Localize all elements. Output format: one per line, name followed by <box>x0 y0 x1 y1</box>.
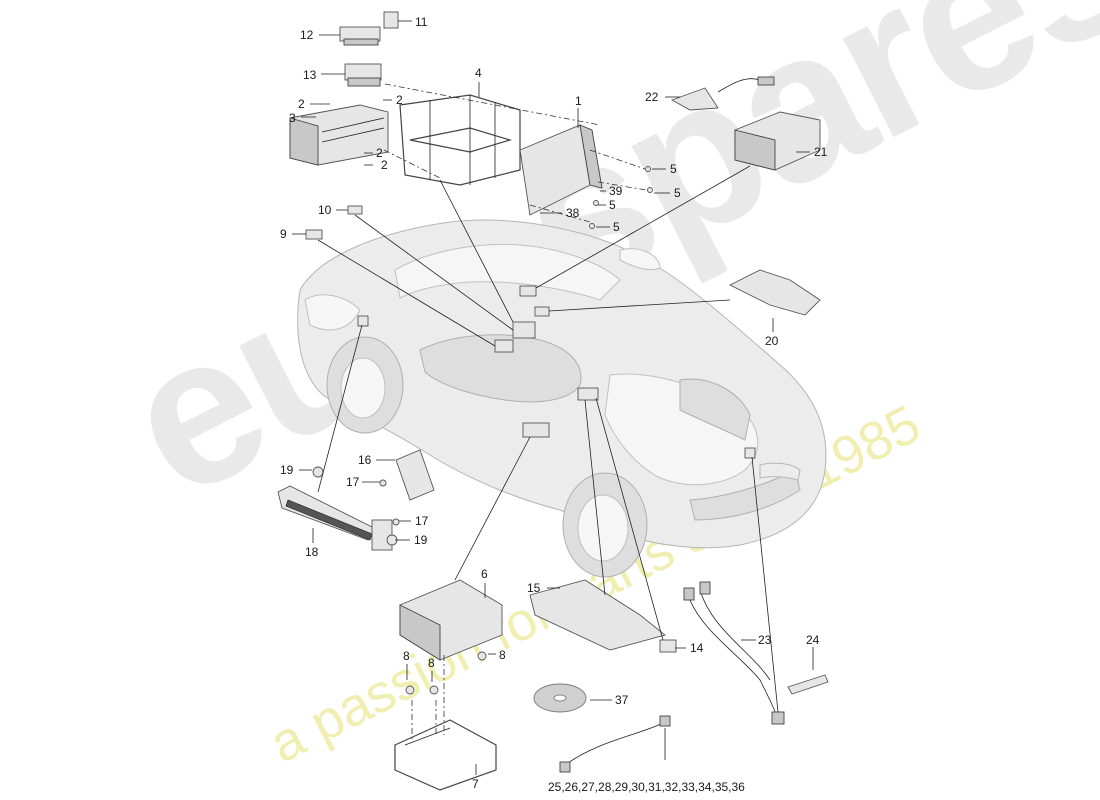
part-14-connector <box>659 639 677 653</box>
callout-22: 22 <box>645 90 659 104</box>
callout-5: 5 <box>613 220 620 234</box>
callout-10: 10 <box>318 203 332 217</box>
callout-24: 24 <box>806 633 820 647</box>
callout-7: 7 <box>472 777 479 791</box>
leader-lines <box>292 20 814 775</box>
part-23-cable <box>683 581 785 725</box>
callout-25-36: 25,26,27,28,29,30,31,32,33,34,35,36 <box>548 780 745 794</box>
callout-3: 3 <box>289 111 296 125</box>
callout-8: 8 <box>499 648 506 662</box>
callout-12: 12 <box>300 28 314 42</box>
callout-5: 5 <box>609 198 616 212</box>
callout-15: 15 <box>527 581 541 595</box>
part-17-screw <box>379 479 400 526</box>
callout-9: 9 <box>280 227 287 241</box>
callout-2: 2 <box>381 158 388 172</box>
part-25-36-cable <box>559 715 671 773</box>
part-13-bracket <box>344 63 382 87</box>
part-10-connector <box>347 205 363 215</box>
part-21-control-unit <box>734 111 821 171</box>
callout-18: 18 <box>305 545 319 559</box>
callout-11: 11 <box>415 15 428 29</box>
callout-1: 1 <box>575 94 582 108</box>
part-9-connector <box>305 229 323 240</box>
part-20-antenna-amplifier <box>728 269 821 316</box>
callout-17: 17 <box>415 514 429 528</box>
callout-5: 5 <box>674 186 681 200</box>
callout-labels: 12 11 13 4 2 2 3 2 2 1 22 21 5 5 39 5 38… <box>280 15 828 794</box>
callout-39: 39 <box>609 184 623 198</box>
callout-2: 2 <box>298 97 305 111</box>
callout-6: 6 <box>481 567 488 581</box>
callout-38: 38 <box>566 206 580 220</box>
part-6-amplifier <box>399 579 503 661</box>
part-4-mounting-frame <box>399 94 521 186</box>
part-22-antenna-module <box>670 76 775 111</box>
callout-19: 19 <box>414 533 428 547</box>
callout-4: 4 <box>475 66 482 80</box>
part-37-disc <box>533 683 587 713</box>
part-7-bracket <box>394 719 497 791</box>
callout-17: 17 <box>346 475 360 489</box>
callout-2: 2 <box>376 146 383 160</box>
part-16-control-unit <box>395 449 435 501</box>
callout-23: 23 <box>758 633 772 647</box>
part-18-bracket <box>277 485 393 551</box>
part-5-screws <box>589 166 653 229</box>
callout-5: 5 <box>670 162 677 176</box>
callout-16: 16 <box>358 453 372 467</box>
part-24-connector <box>787 674 829 695</box>
part-1-display <box>519 124 603 216</box>
callout-19: 19 <box>280 463 294 477</box>
callout-2: 2 <box>396 93 403 107</box>
part-15-control-unit <box>529 579 666 651</box>
callout-20: 20 <box>765 334 779 348</box>
callout-13: 13 <box>303 68 317 82</box>
part-3-radio-unit <box>289 104 389 166</box>
part-12-control-unit <box>339 26 381 46</box>
part-11-connector <box>383 11 399 29</box>
callout-8: 8 <box>428 656 435 670</box>
part-8-nut <box>405 651 487 695</box>
callout-21: 21 <box>814 145 828 159</box>
callout-37: 37 <box>615 693 629 707</box>
assembly-lines <box>383 83 647 742</box>
callout-8: 8 <box>403 649 410 663</box>
callout-14: 14 <box>690 641 704 655</box>
